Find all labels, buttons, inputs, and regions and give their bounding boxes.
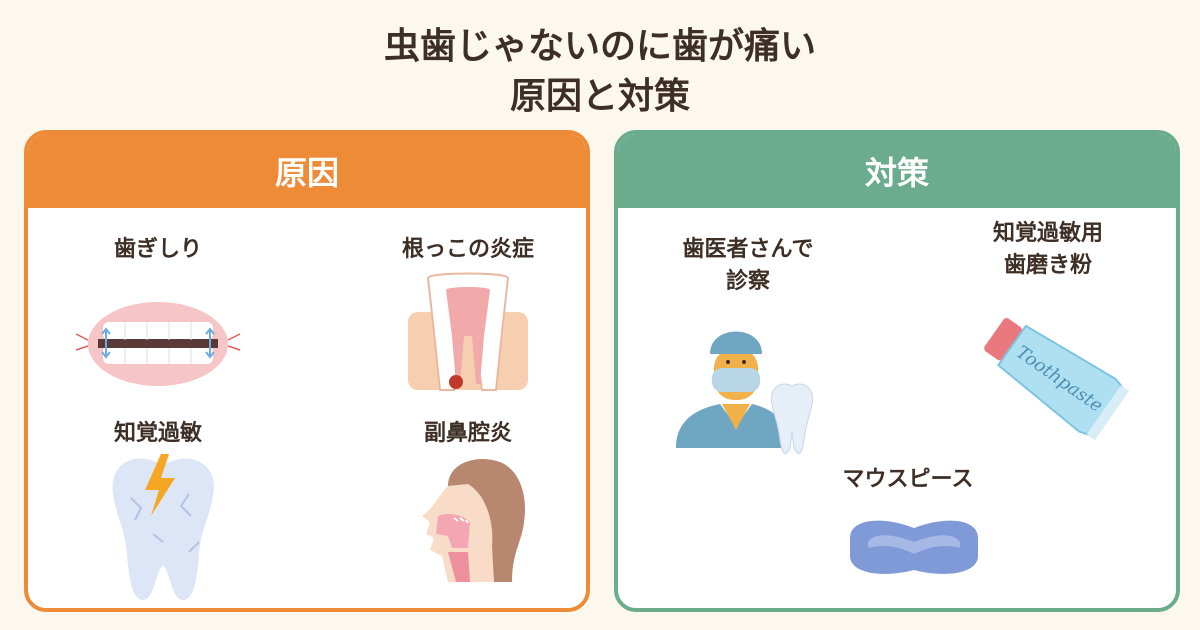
causes-heading: 原因	[28, 134, 586, 208]
measure-label-toothpaste-line2: 歯磨き粉	[1003, 253, 1092, 278]
page-title: 虫歯じゃないのに歯が痛い 原因と対策	[0, 22, 1200, 122]
cause-label-grinding: 歯ぎしり	[113, 237, 202, 262]
causes-panel: 原因 歯ぎしり 根っこの炎症 知覚過敏 副鼻腔炎	[24, 130, 590, 612]
cause-label-root-inflammation: 根っこの炎症	[401, 237, 534, 262]
measure-label-mouthpiece: マウスピース	[842, 467, 974, 492]
title-line-1: 虫歯じゃないのに歯が痛い	[383, 26, 816, 67]
measure-label-dentist-line2: 診察	[725, 269, 770, 294]
cause-label-sinusitis: 副鼻腔炎	[423, 421, 512, 446]
mouthpiece-icon	[850, 520, 978, 574]
measure-label-dentist-line1: 歯医者さんで	[682, 237, 814, 262]
teeth-grinding-icon	[75, 302, 241, 386]
cause-label-sensitivity: 知覚過敏	[113, 421, 202, 446]
toothpaste-tube-icon: Toothpaste	[984, 318, 1130, 441]
measures-panel: 対策 歯医者さんで 診察 知覚過敏用 歯磨き粉 Toothpaste マウスピー…	[614, 130, 1180, 612]
measure-label-toothpaste-line1: 知覚過敏用	[992, 221, 1103, 246]
tooth-root-inflammation-icon	[408, 272, 528, 391]
measure-label-dentist: 歯医者さんで 診察	[638, 234, 858, 298]
sinus-profile-icon	[422, 459, 525, 582]
title-line-2: 原因と対策	[509, 76, 690, 117]
measures-heading: 対策	[618, 134, 1176, 208]
cracked-tooth-lightning-icon	[112, 454, 214, 600]
measure-label-toothpaste: 知覚過敏用 歯磨き粉	[948, 218, 1148, 282]
dentist-icon	[676, 331, 814, 455]
